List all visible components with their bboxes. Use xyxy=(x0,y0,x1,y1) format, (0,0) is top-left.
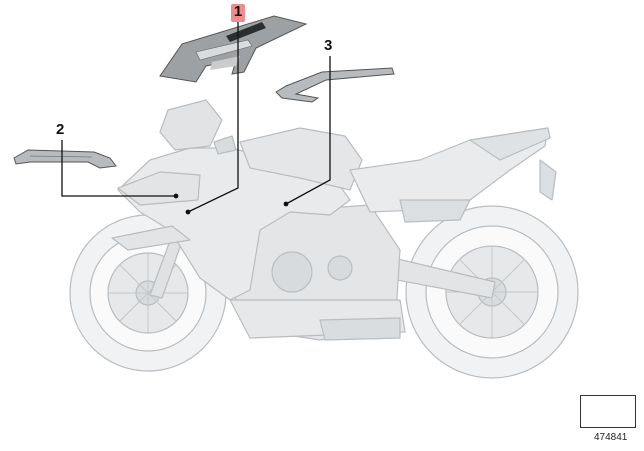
callout-1[interactable]: 1 xyxy=(231,4,245,22)
part-2-stripe xyxy=(13,149,117,169)
leader-lines xyxy=(61,22,331,213)
callout-3[interactable]: 3 xyxy=(324,37,333,54)
callout-2[interactable]: 2 xyxy=(56,121,65,138)
part-3-stripe xyxy=(275,67,395,103)
leader-dots xyxy=(173,193,289,215)
motorcycle-illustration xyxy=(69,99,579,379)
back-navigation-button[interactable] xyxy=(580,395,636,428)
part-1-decal xyxy=(159,15,308,83)
reference-number: 474841 xyxy=(594,432,628,443)
